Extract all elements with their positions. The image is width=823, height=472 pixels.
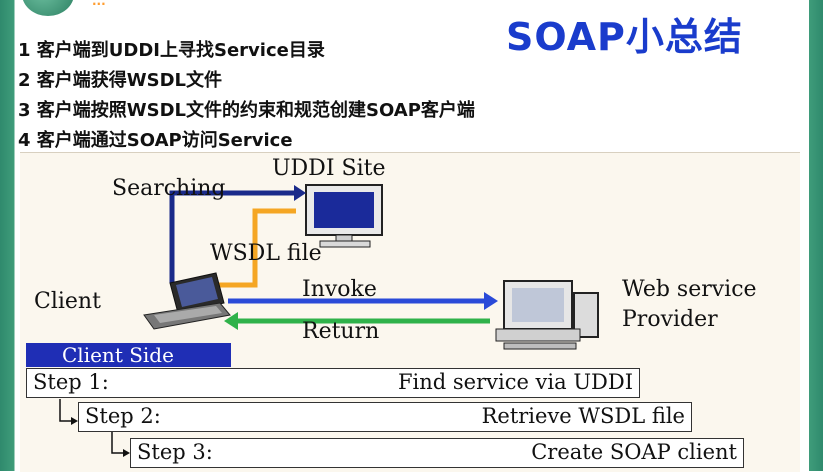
step-connectors bbox=[59, 399, 130, 457]
slide-title: SOAP小总结 bbox=[506, 15, 743, 59]
wsdl-file-label: WSDL file bbox=[210, 241, 322, 266]
client-side-header: Client Side bbox=[26, 343, 231, 367]
logo-icon bbox=[22, 0, 74, 16]
bullet-item: 1 客户端到UDDI上寻找Service目录 bbox=[18, 40, 325, 61]
client-label: Client bbox=[34, 289, 101, 314]
provider-label: Provider bbox=[622, 307, 718, 332]
return-label: Return bbox=[302, 319, 380, 344]
searching-label: Searching bbox=[112, 176, 226, 201]
logo-text: ... bbox=[92, 0, 106, 8]
bullet-item: 3 客户端按照WSDL文件的约束和规范创建SOAP客户端 bbox=[18, 100, 475, 121]
step-3-action: Create SOAP client bbox=[531, 440, 737, 464]
provider-computer-icon bbox=[495, 280, 599, 350]
step-2-box: Step 2: Retrieve WSDL file bbox=[78, 402, 692, 432]
search-arrow bbox=[169, 185, 306, 283]
step-2-label: Step 2: bbox=[85, 404, 161, 428]
uddi-site-label: UDDI Site bbox=[272, 156, 386, 181]
client-laptop-icon bbox=[143, 272, 231, 330]
step-3-box: Step 3: Create SOAP client bbox=[130, 438, 744, 468]
invoke-arrow bbox=[228, 292, 498, 310]
step-1-box: Step 1: Find service via UDDI bbox=[26, 368, 640, 398]
step-1-action: Find service via UDDI bbox=[397, 370, 633, 394]
bullet-item: 4 客户端通过SOAP访问Service bbox=[18, 130, 293, 151]
uddi-computer-icon bbox=[305, 184, 383, 248]
bullet-list: 1 客户端到UDDI上寻找Service目录 2 客户端获得WSDL文件 3 客… bbox=[18, 36, 475, 156]
step-3-label: Step 3: bbox=[137, 440, 213, 464]
step-2-action: Retrieve WSDL file bbox=[481, 404, 685, 428]
invoke-label: Invoke bbox=[302, 277, 377, 302]
web-service-label: Web service bbox=[622, 277, 757, 302]
step-1-label: Step 1: bbox=[33, 370, 109, 394]
return-arrow bbox=[224, 312, 490, 330]
bullet-item: 2 客户端获得WSDL文件 bbox=[18, 70, 223, 91]
diagram-graphics bbox=[59, 184, 599, 457]
